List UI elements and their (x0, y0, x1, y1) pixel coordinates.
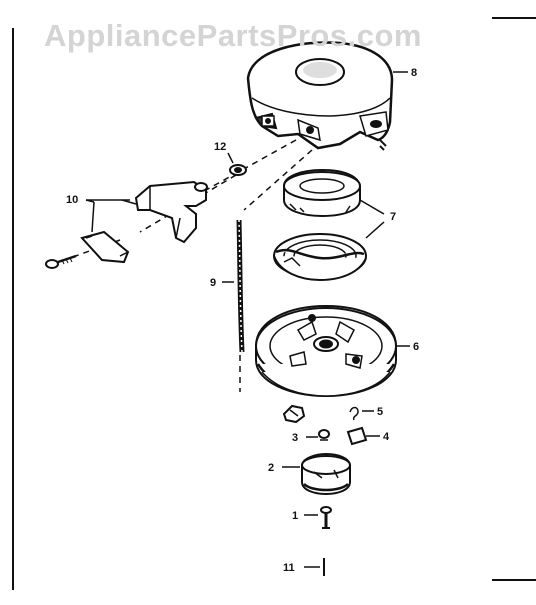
callout-10-label: 10 (66, 194, 78, 206)
callout-7: 7 (359, 199, 396, 239)
callout-9: 9 (210, 277, 234, 289)
part-7-spring-cup (283, 168, 361, 218)
callout-2-label: 2 (268, 462, 274, 474)
part-2-retainer (301, 452, 351, 496)
part-10-handle (134, 180, 208, 244)
watermark-text: AppliancePartsPros.com (44, 18, 422, 53)
part-small-nut (282, 404, 306, 424)
part-7-spring (273, 233, 367, 282)
callout-8-label: 8 (411, 67, 417, 79)
callout-12: 12 (214, 141, 234, 164)
part-6-pulley (255, 304, 397, 398)
part-9-rope (236, 219, 245, 353)
part-1-screw (320, 506, 332, 529)
part-8-starter-housing (246, 41, 394, 151)
callout-2: 2 (268, 462, 300, 474)
callout-8: 8 (393, 67, 417, 79)
part-5-spring (349, 406, 359, 421)
part-10-insert (80, 230, 130, 264)
callout-11-label: 11 (283, 562, 295, 574)
callout-1: 1 (292, 510, 318, 522)
callout-3-label: 3 (292, 432, 298, 444)
part-4-dog (346, 426, 368, 446)
callout-9-label: 9 (210, 277, 216, 289)
callout-4: 4 (366, 431, 390, 443)
callout-4-label: 4 (383, 431, 390, 443)
callout-5-label: 5 (377, 406, 383, 418)
callout-1-label: 1 (292, 510, 298, 522)
callout-3: 3 (292, 432, 318, 444)
part-3-nut (318, 429, 330, 441)
callout-12-label: 12 (214, 141, 226, 153)
frame-border (12, 17, 536, 590)
callout-7-label: 7 (390, 211, 396, 223)
callout-5: 5 (362, 406, 383, 418)
part-10-screw (45, 254, 77, 269)
callout-10: 10 (66, 194, 137, 233)
callout-6: 6 (396, 341, 419, 353)
part-12-washer (229, 164, 247, 176)
callout-6-label: 6 (413, 341, 419, 353)
callout-11: 11 (283, 562, 320, 574)
